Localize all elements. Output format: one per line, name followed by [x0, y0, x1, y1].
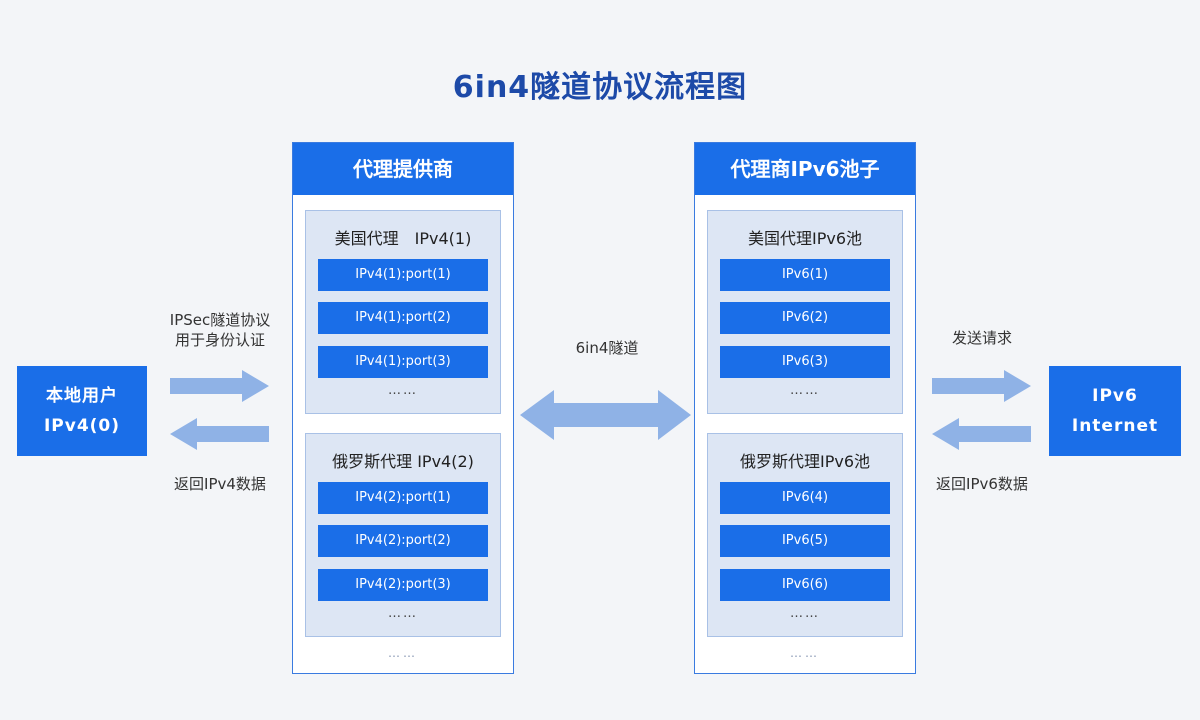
proxy-port-item: IPv4(2):port(2)	[318, 525, 488, 557]
proxy-port-item: IPv4(2):port(1)	[318, 482, 488, 514]
ipv6-internet-line2: Internet	[1071, 416, 1159, 436]
local-user-box: 本地用户 IPv4(0)	[17, 366, 147, 456]
ipv6-internet-box: IPv6 Internet	[1049, 366, 1181, 456]
us-ipv6-pool-group: 美国代理IPv6池 IPv6(1) IPv6(2) IPv6(3) ……	[707, 210, 903, 414]
return-ipv6-label: 返回IPv6数据	[936, 475, 1028, 493]
local-user-label: 本地用户	[46, 386, 118, 406]
ipsec-label: IPSec隧道协议 用于身份认证	[150, 310, 290, 350]
ipv6-pool-header: 代理商IPv6池子	[695, 143, 915, 195]
ru-proxy-group: 俄罗斯代理 IPv4(2) IPv4(2):port(1) IPv4(2):po…	[305, 433, 501, 637]
group-title: 俄罗斯代理 IPv4(2)	[332, 452, 474, 471]
ipv6-item: IPv6(3)	[720, 346, 890, 378]
group-title: 美国代理 IPv4(1)	[334, 229, 472, 248]
proxy-port-item: IPv4(1):port(2)	[318, 302, 488, 334]
group-title: 俄罗斯代理IPv6池	[739, 452, 871, 471]
right-arrow-icon	[932, 370, 1031, 402]
ru-ipv6-pool-group: 俄罗斯代理IPv6池 IPv6(4) IPv6(5) IPv6(6) ……	[707, 433, 903, 637]
group-ellipsis: ……	[790, 606, 820, 621]
send-request-label: 发送请求	[951, 329, 1012, 347]
ipv6-item: IPv6(5)	[720, 525, 890, 557]
column-ellipsis: ……	[790, 646, 820, 660]
ipv6-item: IPv6(6)	[720, 569, 890, 601]
proxy-provider-column: 代理提供商 美国代理 IPv4(1) IPv4(1):port(1) IPv4(…	[292, 142, 514, 674]
right-arrow-icon	[170, 370, 269, 402]
double-arrow-icon	[520, 390, 691, 440]
group-ellipsis: ……	[790, 383, 820, 398]
ipv6-internet-line1: IPv6	[1092, 386, 1138, 406]
us-proxy-group: 美国代理 IPv4(1) IPv4(1):port(1) IPv4(1):por…	[305, 210, 501, 414]
ipsec-label-line2: 用于身份认证	[174, 331, 265, 349]
local-user-ip: IPv4(0)	[43, 416, 121, 436]
group-title: 美国代理IPv6池	[747, 229, 863, 248]
ipv6-item: IPv6(2)	[720, 302, 890, 334]
column-ellipsis: ……	[388, 646, 418, 660]
tunnel-label: 6in4隧道	[575, 339, 639, 357]
ipv6-item: IPv6(4)	[720, 482, 890, 514]
ipsec-label-line1: IPSec隧道协议	[169, 311, 271, 329]
ipv6-item: IPv6(1)	[720, 259, 890, 291]
group-ellipsis: ……	[388, 606, 418, 621]
diagram-title: 6in4隧道协议流程图	[452, 70, 748, 105]
return-ipv4-label: 返回IPv4数据	[174, 475, 266, 493]
left-arrow-icon	[932, 418, 1031, 450]
group-ellipsis: ……	[388, 383, 418, 398]
left-arrow-icon	[170, 418, 269, 450]
ipv6-pool-column: 代理商IPv6池子 美国代理IPv6池 IPv6(1) IPv6(2) IPv6…	[694, 142, 916, 674]
proxy-port-item: IPv4(2):port(3)	[318, 569, 488, 601]
proxy-port-item: IPv4(1):port(3)	[318, 346, 488, 378]
proxy-port-item: IPv4(1):port(1)	[318, 259, 488, 291]
proxy-provider-header: 代理提供商	[293, 143, 513, 195]
